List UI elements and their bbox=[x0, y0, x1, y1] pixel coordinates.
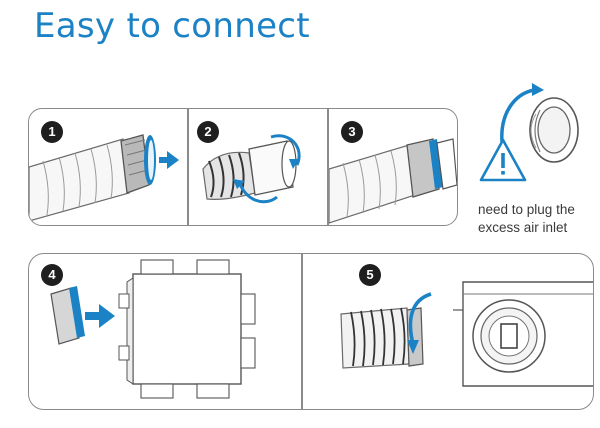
steps-row-2: 4 5 bbox=[28, 253, 594, 410]
step-4-badge: 4 bbox=[41, 264, 63, 286]
step-3-badge: 3 bbox=[341, 121, 363, 143]
page-title: Easy to connect bbox=[34, 6, 310, 46]
note-text: need to plug the excess air inlet bbox=[478, 202, 575, 235]
step-5-panel: 5 bbox=[303, 254, 593, 409]
step-2-panel: 2 bbox=[189, 109, 327, 225]
steps-row-1: 1 2 3 bbox=[28, 108, 458, 226]
step-4-panel: 4 bbox=[29, 254, 301, 409]
step-1-badge: 1 bbox=[41, 121, 63, 143]
step-2-badge: 2 bbox=[197, 121, 219, 143]
warning-icon bbox=[479, 138, 527, 182]
step-3-panel: 3 bbox=[329, 109, 457, 225]
step-5-badge: 5 bbox=[359, 264, 381, 286]
end-cap-figure bbox=[470, 80, 590, 205]
step-1-panel: 1 bbox=[29, 109, 187, 225]
